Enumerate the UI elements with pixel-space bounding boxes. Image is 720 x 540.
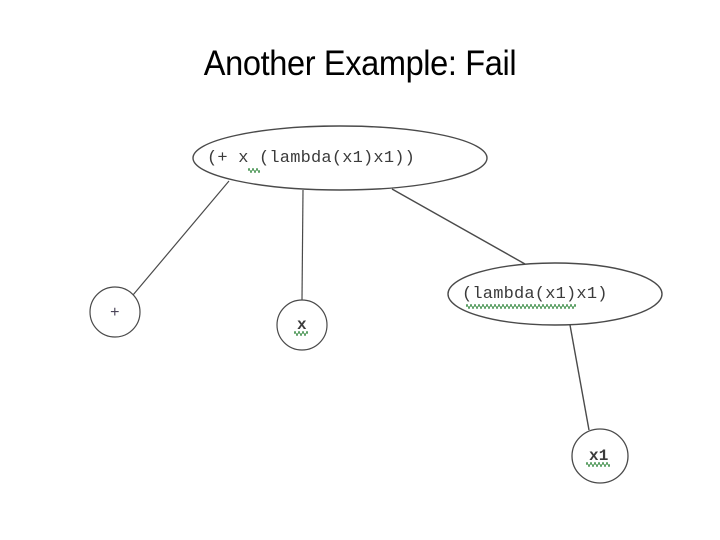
page-title: Another Example: Fail (203, 44, 517, 83)
node-root-shape[interactable] (192, 125, 488, 191)
edge-root-to-x (301, 189, 304, 301)
node-x-shape[interactable] (276, 299, 328, 351)
node-plus-shape[interactable] (89, 286, 141, 338)
node-x1-shape[interactable] (571, 428, 629, 484)
edge-root-to-lambda (391, 188, 526, 265)
edge-lambda-to-x1 (569, 324, 590, 431)
edge-root-to-plus (132, 180, 230, 296)
node-lambda-shape[interactable] (447, 262, 663, 326)
